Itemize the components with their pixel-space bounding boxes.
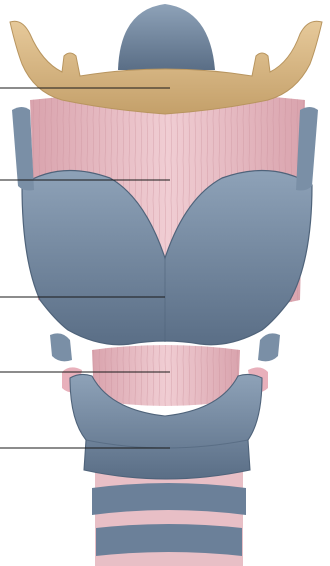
trachea bbox=[92, 470, 246, 566]
thyroid-superior-horn-left bbox=[12, 107, 34, 191]
epiglottis bbox=[118, 4, 215, 70]
